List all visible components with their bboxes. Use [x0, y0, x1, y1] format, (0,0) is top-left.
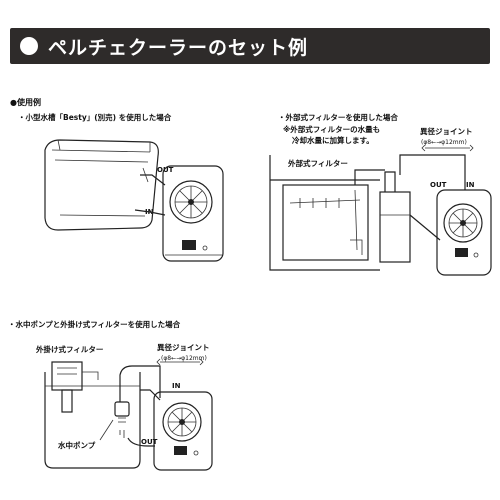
panel1-out-label: OUT — [157, 166, 174, 174]
besty-tank-illustration — [44, 139, 159, 231]
panel2-note-line2: 冷却水量に加算します。 — [292, 136, 374, 145]
panel2-out-label: OUT — [430, 181, 447, 189]
panel2-title: ・外部式フィルターを使用した場合 — [278, 113, 398, 122]
panel2-in-label: IN — [466, 181, 475, 189]
panel2-external-filter — [379, 171, 411, 263]
panel2-tank — [282, 184, 369, 261]
panel1-title: ・小型水槽「Besty」(別売) を使用した場合 — [18, 113, 172, 122]
panel1-hose — [134, 167, 166, 216]
panel3-hang-on-filter — [51, 361, 99, 413]
panel3-in-label: IN — [172, 382, 181, 390]
panel3-joint-spec: (φ8←→φ12mm) — [161, 355, 207, 362]
panel1-cooler-unit — [162, 165, 224, 262]
panel2-joint-label: 異径ジョイント — [420, 127, 473, 136]
panel3-title: ・水中ポンプと外掛け式フィルターを使用した場合 — [8, 320, 181, 329]
panel2-note-line1: ※外部式フィルターの水量も — [283, 125, 381, 134]
panel3-joint-label: 異径ジョイント — [157, 343, 210, 352]
panel3-pump-label: 水中ポンプ — [58, 441, 96, 450]
banner-bullet-icon — [20, 37, 38, 55]
panel2-joint-spec: (φ8←→φ12mm) — [421, 139, 467, 146]
panel3-out-label: OUT — [141, 438, 158, 446]
panel3-cooler-unit — [153, 391, 213, 471]
section-heading: ●使用例 — [10, 98, 41, 107]
panel3-tank — [44, 372, 141, 469]
panel3-hoses — [119, 358, 204, 447]
panel2-hoses — [354, 144, 474, 241]
panel2-cooler-unit — [436, 189, 492, 276]
panel3-submersible-pump — [99, 401, 130, 441]
title-banner: ペルチェクーラーのセット例 — [10, 28, 490, 64]
banner-title: ペルチェクーラーのセット例 — [48, 37, 309, 59]
panel2-filter-label: 外部式フィルター — [288, 159, 348, 168]
panel3-hang-filter-label: 外掛け式フィルター — [36, 345, 104, 354]
panel2-frame — [269, 155, 380, 271]
